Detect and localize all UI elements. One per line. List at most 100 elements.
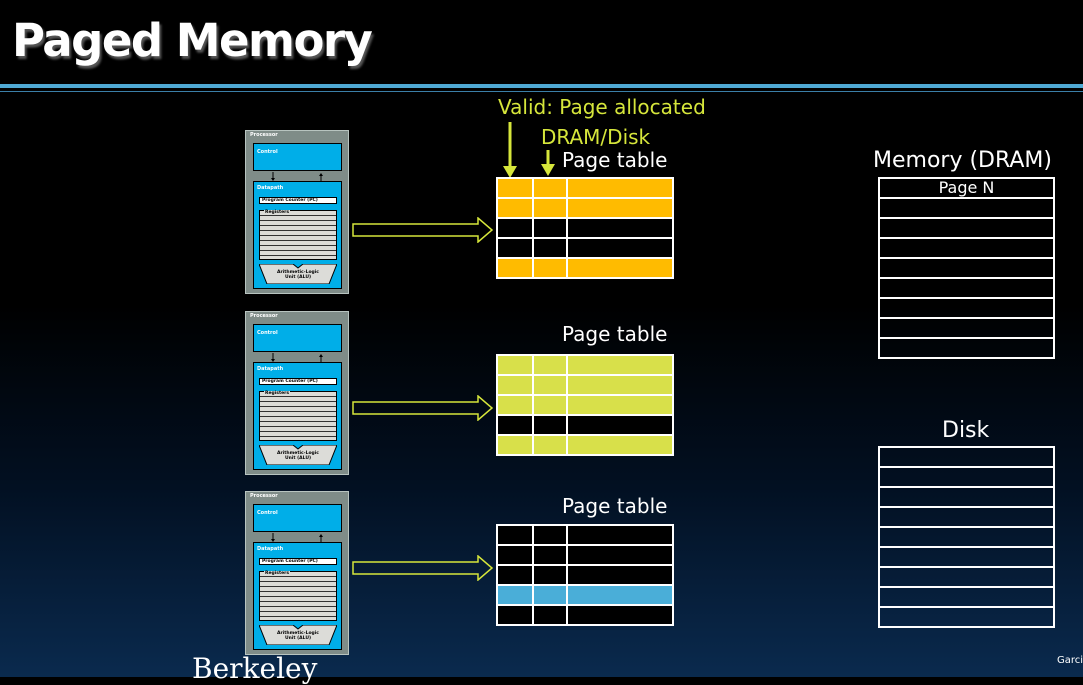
page-table-entry <box>496 177 674 199</box>
processor-label: Processor <box>250 132 278 138</box>
memory-page-row <box>878 237 1055 259</box>
location-bit-cell <box>532 237 568 259</box>
memory-page-row <box>878 317 1055 339</box>
memory-page-cell <box>878 337 1055 359</box>
disk-page-cell <box>878 586 1055 608</box>
processor-to-pagetable-arrow-3 <box>352 555 494 581</box>
disk-page-row <box>878 446 1055 468</box>
memory-page-row <box>878 337 1055 359</box>
datapath-label: Datapath <box>257 546 284 552</box>
disk-page-cell <box>878 466 1055 488</box>
control-datapath-arrows <box>271 353 323 363</box>
page-address-cell <box>566 414 674 436</box>
page-table-entry <box>496 217 674 239</box>
location-bit-cell <box>532 434 568 456</box>
location-bit-cell <box>532 564 568 586</box>
page-address-cell <box>566 177 674 199</box>
valid-bit-cell <box>496 257 534 279</box>
control-unit: Control <box>253 143 342 171</box>
page-address-cell <box>566 237 674 259</box>
valid-bit-cell <box>496 197 534 219</box>
memory-page-row: Page N <box>878 177 1055 199</box>
page-table-entry <box>496 354 674 376</box>
valid-bit-cell <box>496 524 534 546</box>
program-counter: Program Counter (PC) <box>259 378 337 385</box>
registers: Registers <box>259 210 337 260</box>
control-datapath-arrows <box>271 533 323 543</box>
page-table-entry <box>496 414 674 436</box>
page-table-3 <box>496 524 674 626</box>
page-table-1 <box>496 177 674 279</box>
processor-to-pagetable-arrow-1 <box>352 217 494 243</box>
disk-page-cell <box>878 526 1055 548</box>
valid-bit-cell <box>496 564 534 586</box>
page-table-entry <box>496 197 674 219</box>
page-table-entry <box>496 544 674 566</box>
processor-label: Processor <box>250 493 278 499</box>
processor-1: Processor Control Datapath Program Count… <box>245 130 349 294</box>
page-table-entry <box>496 434 674 456</box>
datapath-label: Datapath <box>257 185 284 191</box>
page-table-label-1: Page table <box>562 148 668 172</box>
page-table-entry <box>496 604 674 626</box>
page-table-entry <box>496 237 674 259</box>
disk-page-row <box>878 606 1055 628</box>
valid-bit-cell <box>496 217 534 239</box>
disk-page-cell <box>878 566 1055 588</box>
page-table-entry <box>496 564 674 586</box>
memory-page-cell <box>878 257 1055 279</box>
memory-page-cell: Page N <box>878 177 1055 199</box>
memory-page-cell <box>878 197 1055 219</box>
disk-page-cell <box>878 486 1055 508</box>
valid-bit-cell <box>496 394 534 416</box>
location-bit-cell <box>532 604 568 626</box>
datapath-label: Datapath <box>257 366 284 372</box>
location-bit-cell <box>532 257 568 279</box>
memory-page-row <box>878 197 1055 219</box>
disk-table <box>878 446 1055 628</box>
registers-label: Registers <box>264 571 291 576</box>
page-address-cell <box>566 544 674 566</box>
location-bit-cell <box>532 354 568 376</box>
valid-bit-cell <box>496 177 534 199</box>
page-table-entry <box>496 257 674 279</box>
memory-page-cell <box>878 217 1055 239</box>
control-label: Control <box>257 149 278 155</box>
control-label: Control <box>257 510 278 516</box>
page-address-cell <box>566 434 674 456</box>
page-table-entry <box>496 524 674 546</box>
disk-page-row <box>878 466 1055 488</box>
location-bit-cell <box>532 217 568 239</box>
disk-page-cell <box>878 546 1055 568</box>
location-arrow-head <box>541 164 555 176</box>
location-bit-cell <box>532 177 568 199</box>
registers-label: Registers <box>264 391 291 396</box>
location-bit-cell <box>532 414 568 436</box>
location-bit-cell <box>532 374 568 396</box>
registers: Registers <box>259 571 337 621</box>
page-table-label-2: Page table <box>562 322 668 346</box>
registers: Registers <box>259 391 337 441</box>
disk-page-cell <box>878 506 1055 528</box>
disk-label: Disk <box>942 418 990 443</box>
memory-page-cell <box>878 297 1055 319</box>
page-table-label-3: Page table <box>562 494 668 518</box>
location-bit-cell <box>532 544 568 566</box>
page-table-entry <box>496 394 674 416</box>
disk-page-row <box>878 486 1055 508</box>
processor-to-pagetable-arrow-2 <box>352 395 494 421</box>
location-bit-cell <box>532 584 568 606</box>
valid-arrow-head <box>503 166 517 178</box>
page-address-cell <box>566 374 674 396</box>
memory-page-row <box>878 277 1055 299</box>
registers-label: Registers <box>264 210 291 215</box>
page-address-cell <box>566 564 674 586</box>
disk-page-cell <box>878 606 1055 628</box>
program-counter: Program Counter (PC) <box>259 197 337 204</box>
valid-bit-cell <box>496 374 534 396</box>
disk-page-row <box>878 546 1055 568</box>
